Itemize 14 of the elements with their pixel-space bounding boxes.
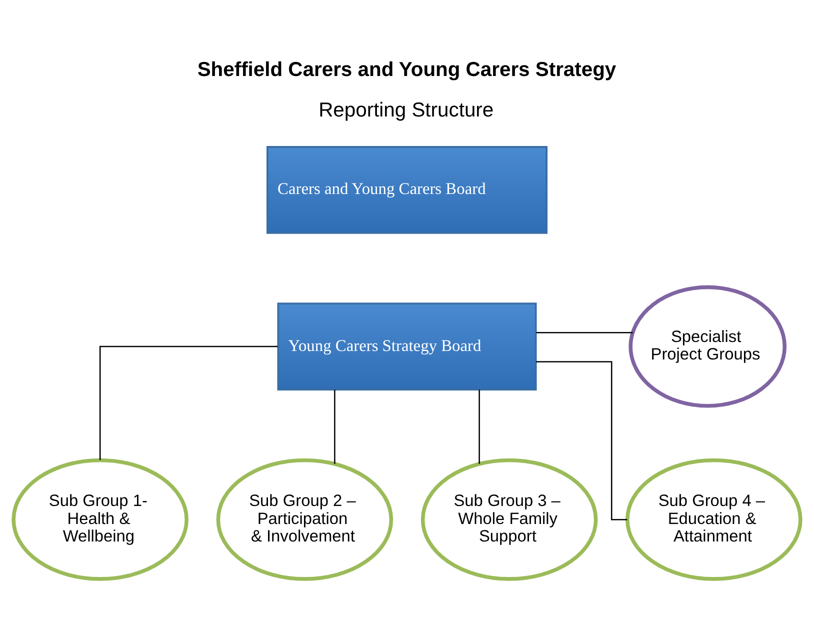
connector — [99, 346, 278, 460]
node-ellipse: Sub Group 4 – Education & Attainment — [626, 458, 802, 581]
connector — [478, 390, 480, 464]
connector — [536, 361, 628, 520]
connector — [536, 332, 633, 334]
diagram-title: Sheffield Carers and Young Carers Strategy — [197, 59, 616, 82]
connector — [334, 390, 336, 464]
node-ellipse: Sub Group 1- Health & Wellbeing — [12, 458, 188, 581]
node-box: Young Carers Strategy Board — [277, 302, 537, 390]
node-ellipse: Sub Group 3 – Whole Family Support — [420, 458, 598, 581]
caption: Reporting Structure — [318, 99, 494, 122]
node-box: Carers and Young Carers Board — [266, 146, 548, 234]
node-ellipse: Specialist Project Groups — [628, 285, 787, 408]
node-ellipse: Sub Group 2 – Participation & Involvement — [216, 458, 394, 581]
